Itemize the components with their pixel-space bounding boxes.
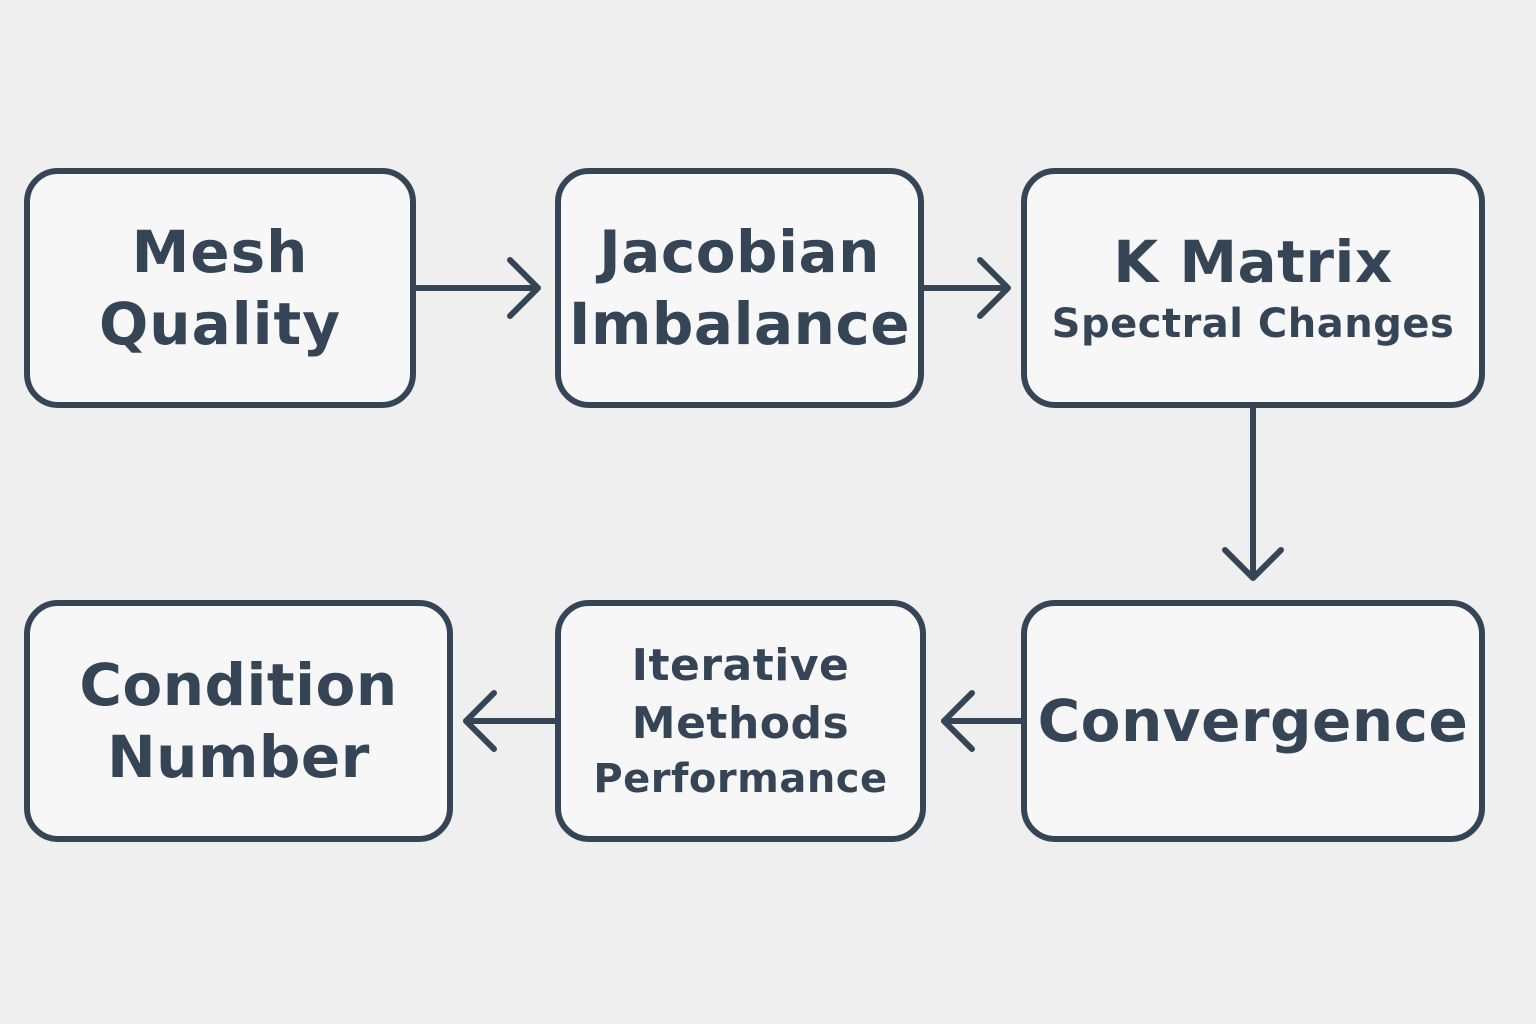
arrow-iterative-to-condition (463, 690, 558, 752)
node-convergence-line-1: Convergence (1037, 687, 1469, 755)
node-mesh-quality-line-2: Quality (98, 290, 342, 358)
node-iterative-methods-line-2: Methods (631, 698, 850, 749)
node-mesh-quality: Mesh Quality (24, 168, 416, 408)
arrow-convergence-to-iterative (941, 690, 1024, 752)
node-condition-number-line-2: Number (107, 723, 370, 791)
node-jacobian-imbalance-line-1: Jacobian (599, 218, 880, 286)
node-k-matrix: K Matrix Spectral Changes (1021, 168, 1485, 408)
node-condition-number: Condition Number (24, 600, 453, 842)
node-iterative-methods-line-3: Performance (593, 756, 888, 802)
node-condition-number-line-1: Condition (79, 651, 398, 719)
node-k-matrix-line-1: K Matrix (1113, 228, 1393, 296)
arrow-mesh-to-jacobian (413, 257, 541, 319)
arrow-jacobian-to-kmatrix (921, 257, 1011, 319)
node-iterative-methods-line-1: Iterative (631, 640, 850, 691)
node-jacobian-imbalance: Jacobian Imbalance (555, 168, 924, 408)
node-mesh-quality-line-1: Mesh (131, 218, 309, 286)
node-iterative-methods: Iterative Methods Performance (555, 600, 926, 842)
node-k-matrix-line-2: Spectral Changes (1051, 301, 1455, 347)
arrow-kmatrix-to-convergence (1222, 405, 1284, 581)
node-jacobian-imbalance-line-2: Imbalance (568, 290, 911, 358)
node-convergence: Convergence (1021, 600, 1485, 842)
